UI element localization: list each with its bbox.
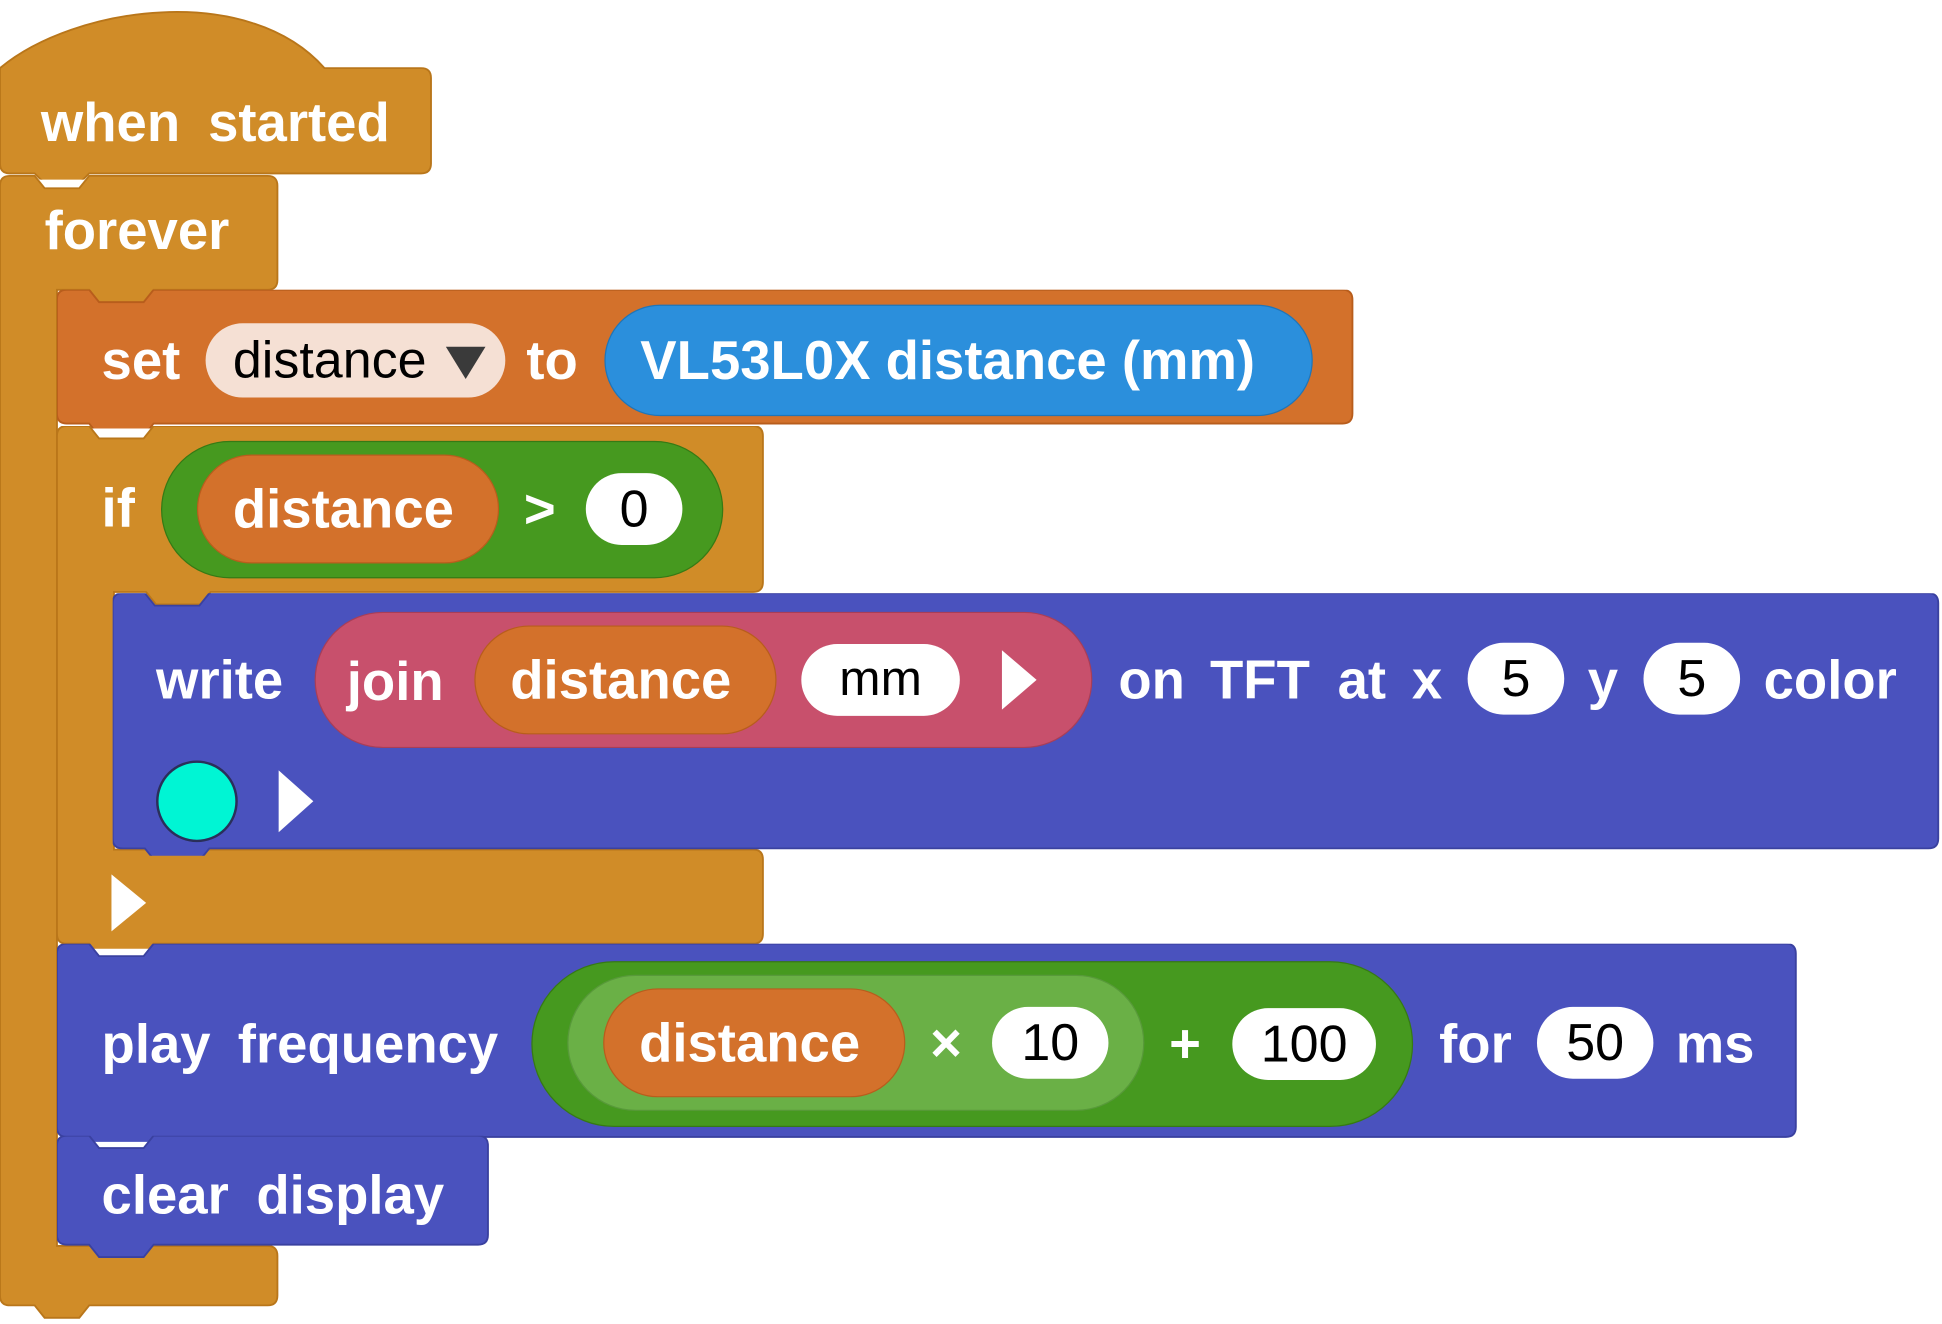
multiplication-operator-block[interactable]: distance × 10 bbox=[567, 974, 1145, 1111]
vl53l0x-distance-label: VL53L0X distance (mm) bbox=[640, 330, 1256, 392]
distance-variable-label: distance bbox=[232, 479, 454, 540]
started-label: started bbox=[208, 92, 390, 154]
multiply-operator: × bbox=[930, 1013, 962, 1074]
text-input[interactable]: mm bbox=[801, 644, 960, 716]
forever-label: forever bbox=[44, 200, 230, 262]
join-label: join bbox=[346, 651, 444, 713]
at-label: at bbox=[1337, 650, 1387, 711]
y-value-input[interactable]: 5 bbox=[1643, 642, 1741, 715]
collapse-arrow-icon[interactable] bbox=[109, 872, 151, 934]
comparison-greater-than[interactable]: distance > 0 bbox=[161, 440, 724, 579]
clear-display-shape bbox=[56, 1135, 489, 1259]
x-value: 5 bbox=[1501, 648, 1531, 708]
plus-operator: + bbox=[1169, 1014, 1201, 1076]
write-label: write bbox=[156, 650, 284, 711]
x-value-input[interactable]: 5 bbox=[1467, 642, 1565, 715]
ms-label: ms bbox=[1675, 1014, 1755, 1076]
join-text-block[interactable]: join distance mm bbox=[314, 611, 1093, 749]
x-label: x bbox=[1411, 650, 1443, 711]
addend-input[interactable]: 100 bbox=[1232, 1008, 1376, 1080]
addition-operator-block[interactable]: distance × 10 + 100 bbox=[531, 961, 1414, 1128]
y-label: y bbox=[1587, 650, 1619, 711]
to-label: to bbox=[526, 330, 578, 392]
color-swatch-picker[interactable] bbox=[156, 760, 238, 843]
addend-value: 100 bbox=[1260, 1014, 1348, 1073]
set-label: set bbox=[101, 330, 181, 392]
dropdown-arrow-icon bbox=[445, 346, 486, 379]
clear-label: clear bbox=[101, 1165, 229, 1227]
when-label: when bbox=[40, 92, 181, 154]
for-label: for bbox=[1439, 1014, 1512, 1076]
distance-variable-label: distance bbox=[510, 650, 732, 711]
variable-dropdown-value: distance bbox=[232, 330, 427, 389]
multiplier-value: 10 bbox=[1021, 1013, 1080, 1072]
variable-dropdown[interactable]: distance bbox=[205, 323, 506, 398]
when-started-hat-shape bbox=[0, 11, 432, 180]
color-expand-arrow-icon[interactable] bbox=[276, 768, 318, 835]
forever-c-shape bbox=[0, 174, 279, 1319]
frequency-label: frequency bbox=[237, 1014, 499, 1076]
distance-variable-label: distance bbox=[639, 1013, 861, 1074]
tft-label: TFT bbox=[1210, 650, 1310, 711]
greater-than-operator: > bbox=[523, 479, 556, 540]
on-label: on bbox=[1118, 650, 1185, 711]
display-label: display bbox=[256, 1165, 445, 1227]
color-label: color bbox=[1763, 650, 1897, 711]
duration-value: 50 bbox=[1566, 1013, 1625, 1072]
multiplier-input[interactable]: 10 bbox=[992, 1006, 1109, 1079]
expand-arrow-icon[interactable] bbox=[999, 648, 1041, 712]
y-value: 5 bbox=[1677, 648, 1707, 708]
text-value: mm bbox=[839, 651, 922, 706]
distance-variable-reporter[interactable]: distance bbox=[474, 625, 777, 735]
vl53l0x-distance-reporter[interactable]: VL53L0X distance (mm) bbox=[604, 304, 1313, 417]
distance-variable-reporter[interactable]: distance bbox=[603, 988, 906, 1098]
comparison-value: 0 bbox=[619, 479, 649, 538]
play-label: play bbox=[101, 1014, 211, 1076]
distance-variable-reporter[interactable]: distance bbox=[196, 454, 500, 564]
duration-input[interactable]: 50 bbox=[1536, 1006, 1654, 1079]
comparison-value-input[interactable]: 0 bbox=[585, 473, 683, 545]
if-label: if bbox=[101, 478, 135, 539]
